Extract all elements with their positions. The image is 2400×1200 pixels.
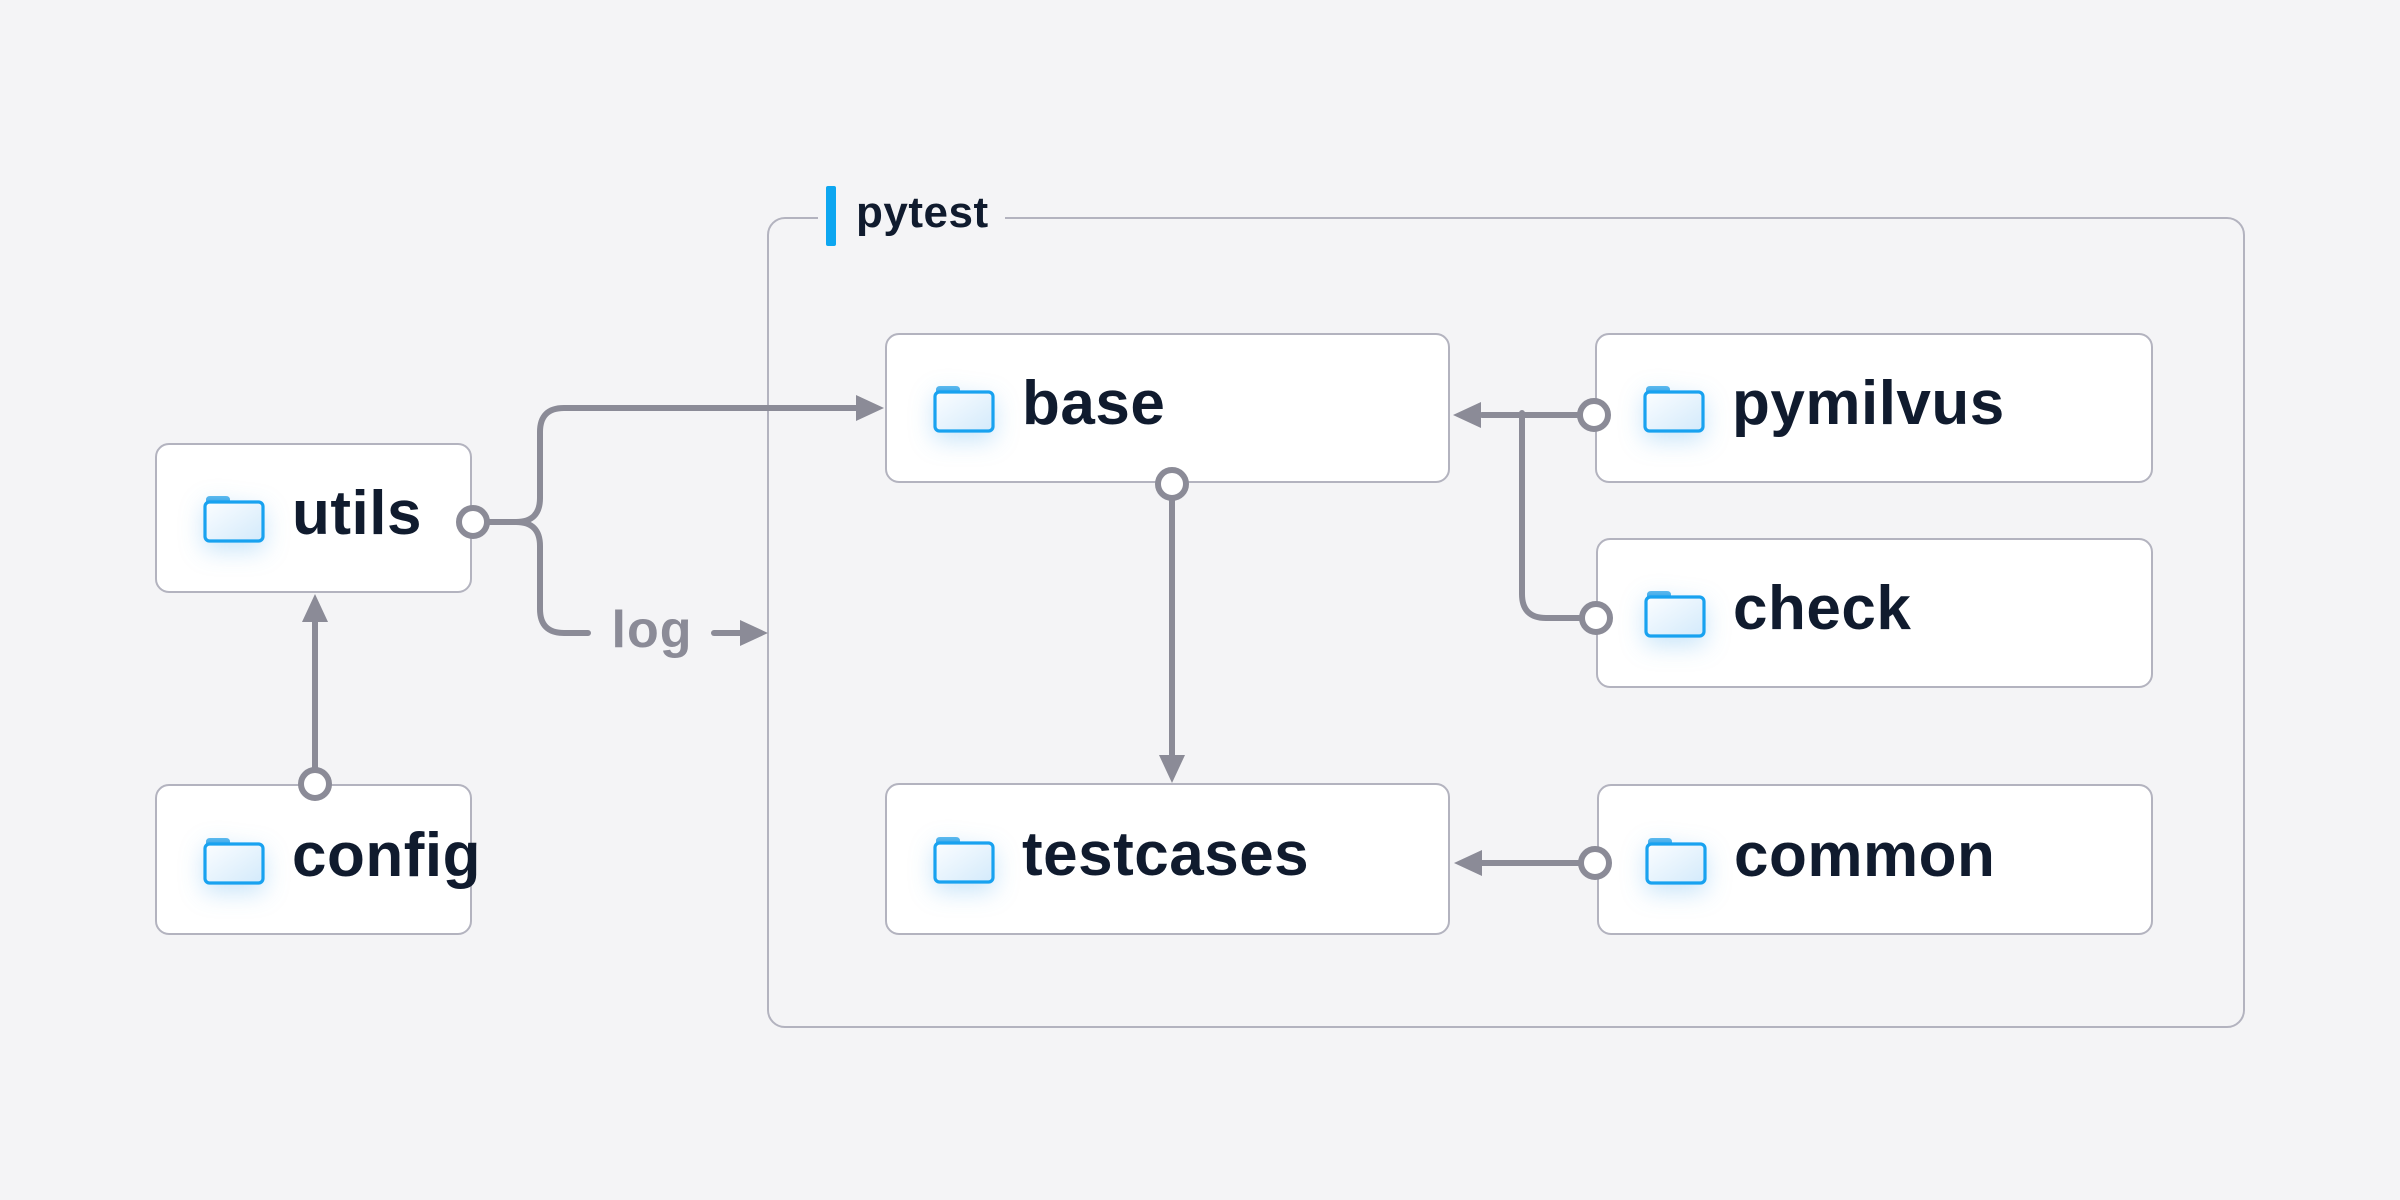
pytest-label-text: pytest	[856, 188, 989, 237]
node-check[interactable]: check	[1596, 538, 2153, 688]
node-label: pymilvus	[1732, 369, 2005, 438]
folder-icon	[1644, 591, 1706, 638]
node-label: config	[292, 820, 481, 890]
node-label: common	[1734, 820, 1996, 890]
accent-bar-icon	[826, 186, 836, 246]
node-utils[interactable]: utils	[155, 443, 472, 593]
folder-icon	[1643, 386, 1705, 433]
edge-config-utils	[298, 594, 332, 801]
node-label: testcases	[1022, 820, 1310, 889]
pytest-container-label: pytest	[818, 182, 1005, 250]
folder-icon	[1645, 837, 1707, 885]
log-edge-label: log	[611, 600, 693, 659]
node-common[interactable]: common	[1597, 784, 2153, 935]
folder-icon	[203, 496, 265, 543]
folder-icon	[933, 837, 995, 884]
node-config[interactable]: config	[155, 784, 480, 935]
folder-icon	[933, 386, 995, 433]
node-testcases[interactable]: testcases	[885, 783, 1450, 935]
node-label: base	[1022, 369, 1166, 438]
node-label: utils	[292, 479, 422, 548]
node-label: check	[1733, 574, 1912, 643]
pytest-container	[767, 217, 2245, 1028]
folder-icon	[203, 837, 265, 885]
node-base[interactable]: base	[885, 333, 1450, 483]
node-pymilvus[interactable]: pymilvus	[1595, 333, 2153, 483]
